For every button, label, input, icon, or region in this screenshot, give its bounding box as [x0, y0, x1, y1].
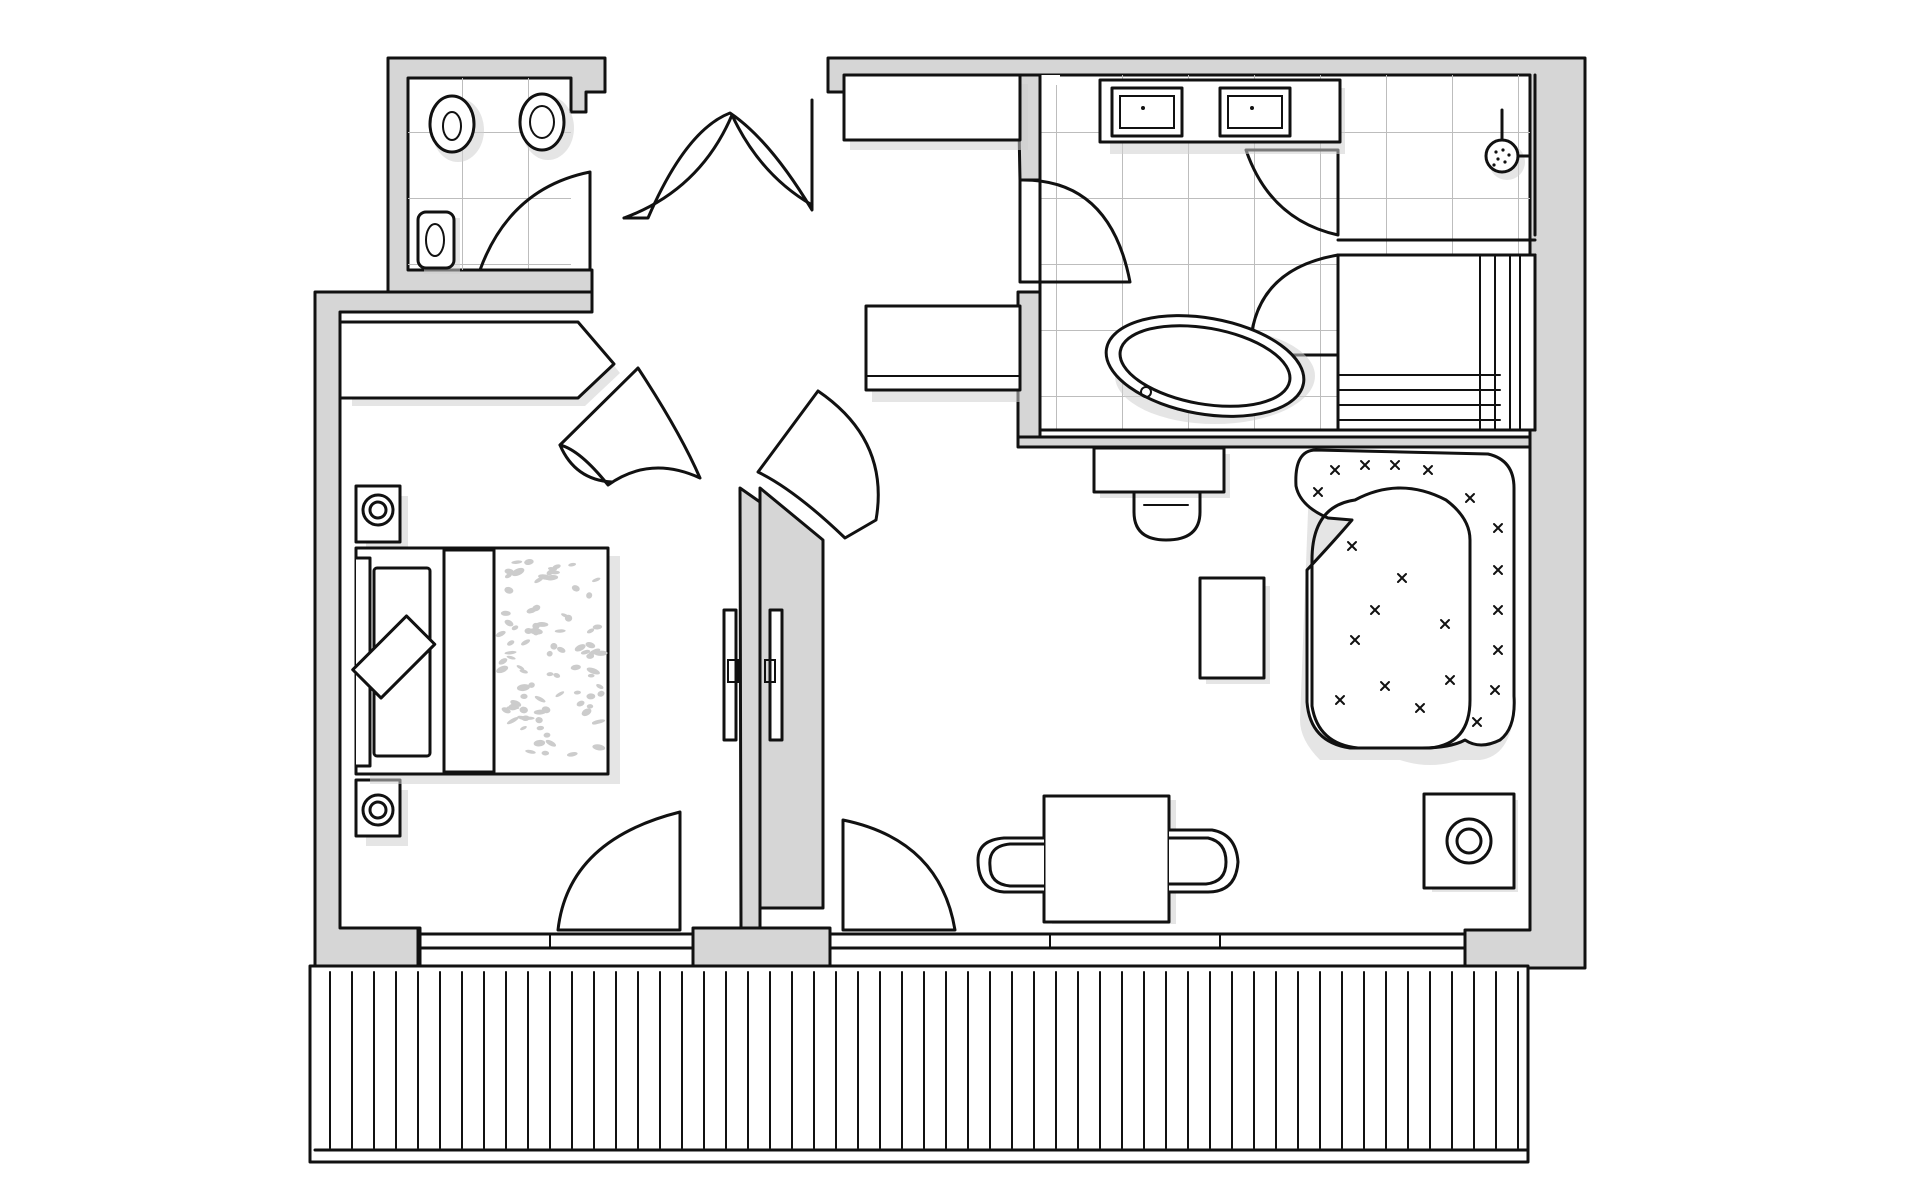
hall-closet-lower	[864, 304, 1022, 392]
toilet-icon	[518, 92, 566, 152]
exterior-walls	[313, 56, 1587, 970]
doors	[478, 98, 1340, 932]
north-east-wall	[826, 56, 1587, 970]
partition-wall-right	[758, 486, 825, 910]
dining-table-icon	[1042, 794, 1171, 924]
chair-icon	[976, 836, 1044, 894]
shower-head-icon	[1484, 138, 1520, 174]
dining-set	[976, 794, 1240, 924]
bedroom	[351, 484, 784, 846]
washbasin-icon	[416, 210, 456, 270]
coffee-table-icon	[1198, 576, 1266, 680]
sofa-icon	[1294, 448, 1516, 765]
center-south-wall	[691, 926, 832, 968]
wardrobe-icon	[722, 608, 784, 742]
bathroom	[1098, 78, 1532, 424]
side-table-lamp-icon	[1422, 792, 1516, 890]
sauna	[1336, 253, 1537, 432]
hall-closets	[842, 73, 1028, 402]
terrace	[308, 964, 1530, 1164]
living-room	[976, 446, 1518, 924]
partition-wall	[738, 486, 762, 930]
tv-stand-icon	[1092, 446, 1226, 494]
guest-wc	[416, 92, 574, 274]
bidet-icon	[428, 94, 476, 154]
double-bed-icon	[351, 546, 620, 784]
hall-closet	[842, 73, 1022, 142]
sliding-window-icon	[418, 932, 1467, 950]
wardrobe-icon	[338, 320, 620, 406]
